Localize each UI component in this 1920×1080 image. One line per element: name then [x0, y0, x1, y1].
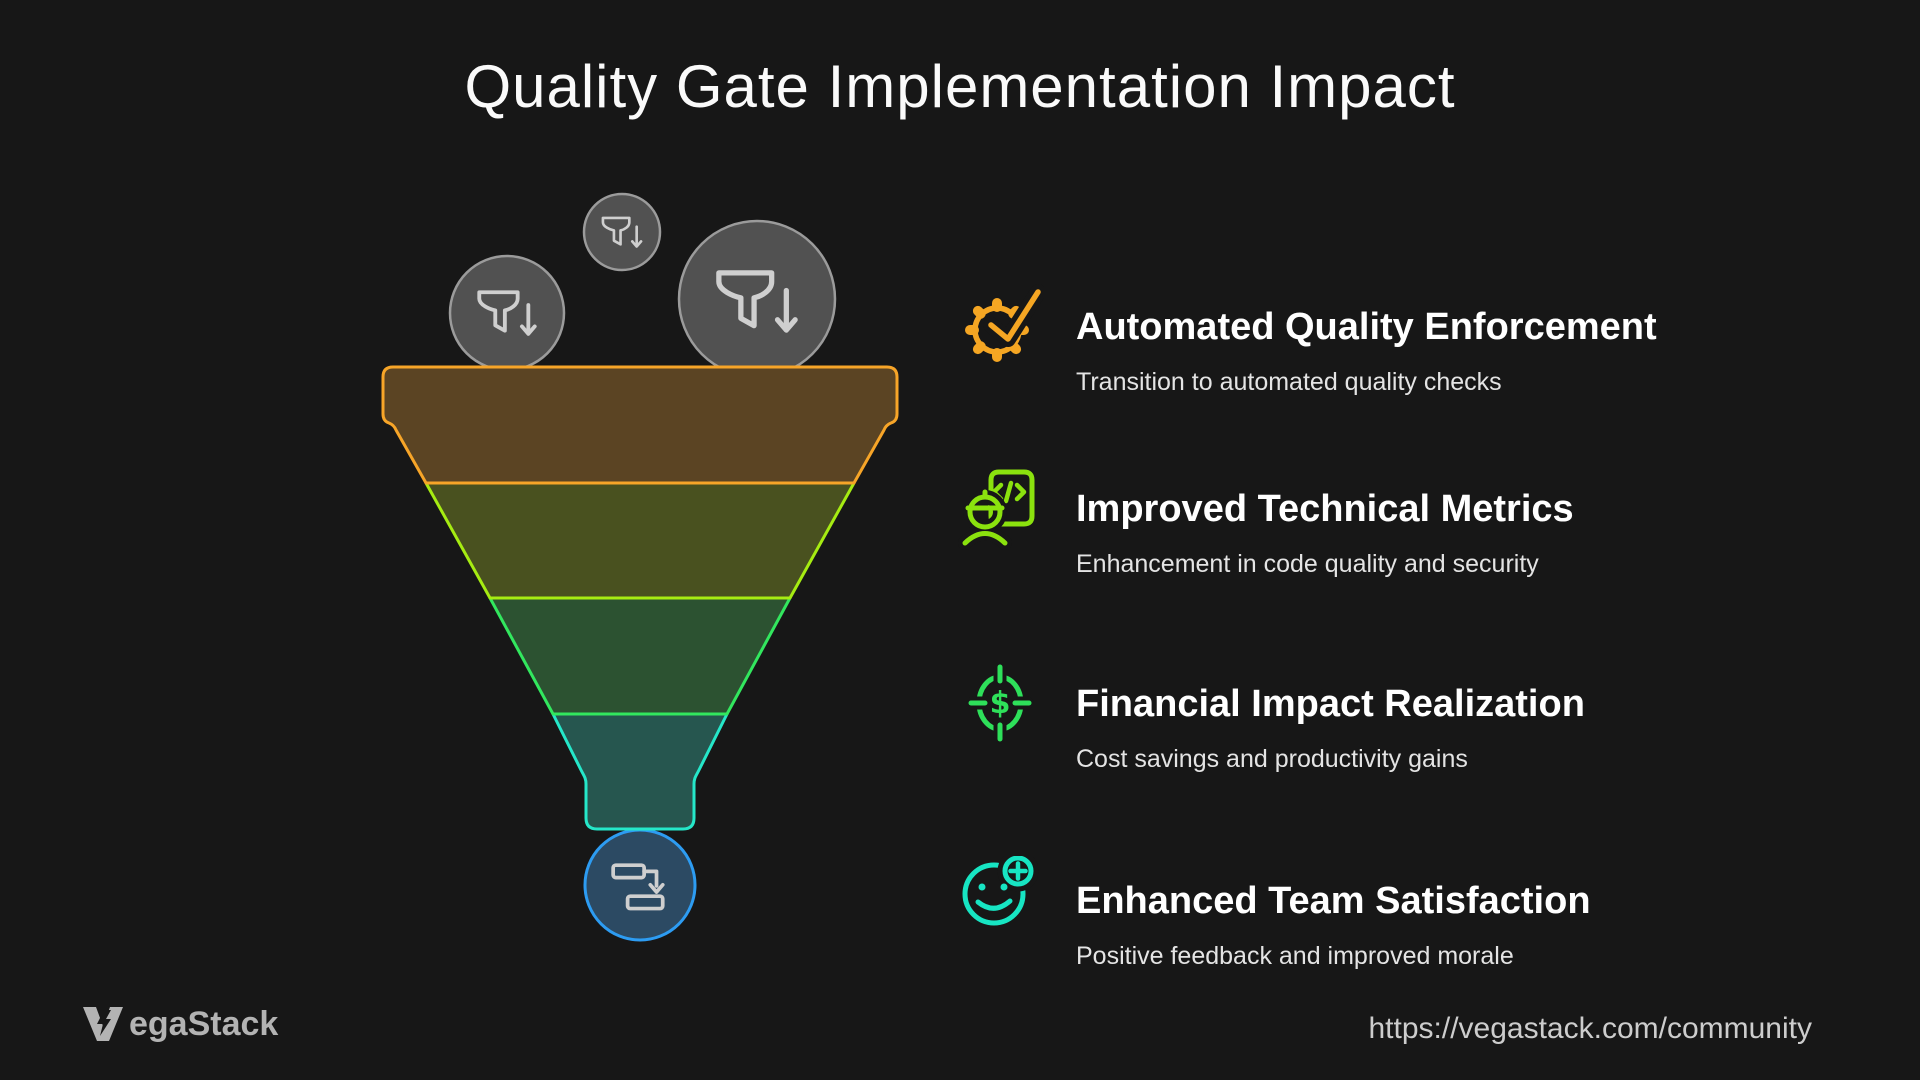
gear-check-icon — [958, 282, 1044, 368]
funnel-stage-3 — [488, 596, 792, 716]
input-bubble-large — [677, 219, 837, 379]
vegastack-v-bolt-icon — [83, 1007, 123, 1041]
benefit-title: Automated Quality Enforcement — [1076, 306, 1657, 348]
funnel-stage-2 — [424, 481, 856, 600]
vegastack-logo-text: egaStack — [129, 1004, 279, 1043]
page-title: Quality Gate Implementation Impact — [464, 53, 1456, 120]
funnel-stage-4 — [551, 712, 729, 831]
input-bubble-small — [582, 192, 662, 272]
funnel-svg — [381, 192, 899, 942]
community-url: https://vegastack.com/community — [1368, 1012, 1813, 1045]
quality-funnel-diagram — [330, 140, 950, 970]
benefit-title: Enhanced Team Satisfaction — [1076, 880, 1591, 922]
benefit-subtitle: Cost savings and productivity gains — [1076, 745, 1468, 773]
smiley-plus-icon — [958, 856, 1044, 942]
output-bubble — [583, 828, 697, 942]
engineer-code-icon — [958, 464, 1044, 550]
benefit-subtitle: Transition to automated quality checks — [1076, 368, 1502, 396]
input-bubble-medium — [448, 254, 566, 372]
dollar-target-icon: $ — [958, 659, 1044, 745]
vegastack-logo: egaStack — [83, 1005, 278, 1043]
funnel-stage-1 — [381, 365, 899, 485]
benefit-title: Financial Impact Realization — [1076, 683, 1585, 725]
benefit-subtitle: Enhancement in code quality and security — [1076, 550, 1539, 578]
svg-text:$: $ — [990, 686, 1011, 721]
benefit-title: Improved Technical Metrics — [1076, 488, 1574, 530]
benefit-subtitle: Positive feedback and improved morale — [1076, 942, 1514, 970]
